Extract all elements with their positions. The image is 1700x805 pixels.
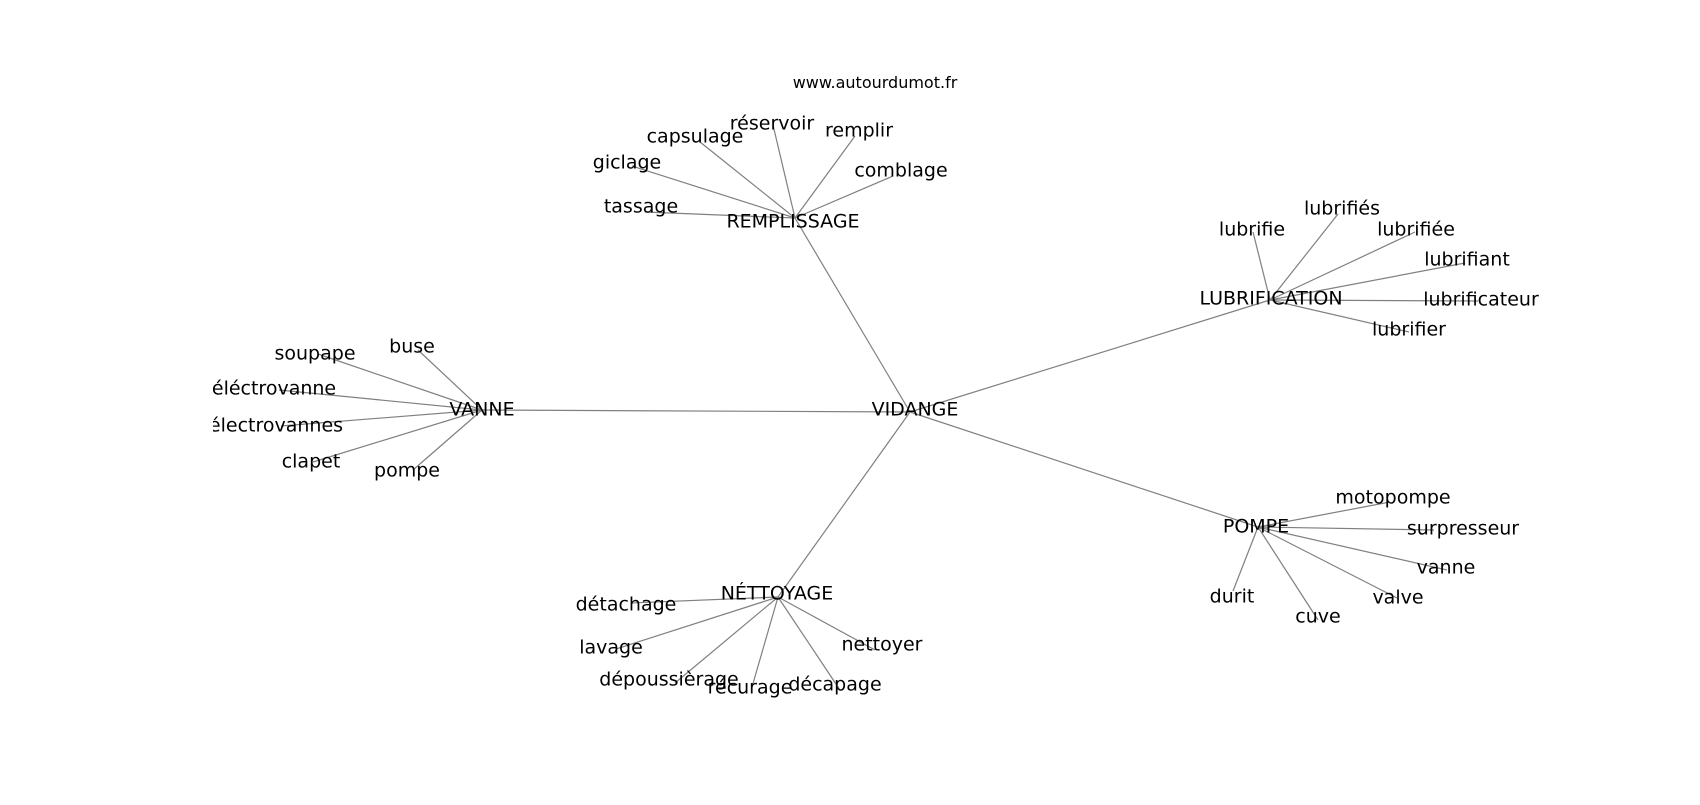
edge-hub-to-leaf [1257,526,1319,621]
leaf-node-label: comblage [854,160,947,182]
edge-hub-to-leaf [1257,526,1398,599]
leaf-node-label: capsulage [647,126,744,148]
edge-hub-to-leaf [794,175,894,219]
edge-hub-to-leaf [278,389,483,411]
edge-root-to-hub [794,217,911,413]
leaf-node-label: giclage [593,152,661,174]
leaf-node-label: clapet [282,451,341,473]
edges [278,124,1479,691]
leaf-node-label: détachage [576,594,677,616]
edge-hub-to-leaf [1232,526,1259,592]
leaf-node-label: pompe [374,460,440,482]
leaf-node-label: lubrificateur [1423,289,1539,311]
leaf-node-label: vanne [1417,557,1476,579]
hub-node-label: VANNE [449,399,514,421]
edge-hub-to-leaf [280,409,483,427]
leaf-node-label: valve [1372,587,1423,609]
leaf-node-label: lavage [579,637,643,659]
edge-hub-to-leaf [631,165,796,219]
edge-hub-to-leaf [777,596,841,691]
edge-hub-to-leaf [699,141,796,219]
leaf-node-label: lubrifiant [1424,249,1510,271]
leaf-node-label: récurage [708,677,793,699]
leaf-node-label: tassage [604,196,678,218]
edge-hub-to-leaf [674,596,779,684]
edge-hub-to-leaf [644,211,796,219]
edge-hub-to-leaf [772,124,796,219]
leaf-node-label: lubrifiée [1377,219,1455,241]
edge-hub-to-leaf [615,596,779,650]
leaf-node-label: électrovannes [209,415,343,437]
hub-node-label: POMPE [1223,516,1289,538]
edge-hub-to-leaf [412,409,483,471]
edge-hub-to-leaf [1257,526,1435,531]
edge-hub-to-leaf [1269,299,1479,302]
leaf-node-label: décapage [788,674,881,696]
leaf-node-label: lubrifiés [1304,198,1380,220]
hub-node-label: NÉTTOYAGE [721,582,834,605]
edge-root-to-hub [909,299,1271,413]
edge-hub-to-leaf [1269,262,1466,301]
leaf-node-label: remplir [825,120,893,142]
edge-hub-to-leaf [312,409,483,463]
leaf-node-label: buse [389,336,435,358]
edge-hub-to-leaf [794,135,856,219]
edge-hub-to-leaf [1269,213,1339,301]
edge-hub-to-leaf [777,596,876,651]
edge-hub-to-leaf [751,596,779,688]
leaf-node-label: durit [1210,586,1255,608]
edge-root-to-hub [909,411,1259,528]
leaf-node-label: soupape [274,343,355,365]
hub-node-label: REMPLISSAGE [726,211,859,233]
edge-hub-to-leaf [1269,231,1416,301]
edge-root-to-hub [481,409,911,413]
edge-hub-to-leaf [317,353,483,411]
leaf-node-label: réservoir [730,113,815,135]
edge-hub-to-leaf [630,596,779,604]
leaf-node-label: cuve [1295,606,1340,628]
hub-node-label: LUBRIFICATION [1199,288,1342,310]
source-label: www.autourdumot.fr [793,73,958,92]
edge-hub-to-leaf [1252,231,1271,301]
leaf-node-label: lubrifier [1372,319,1446,341]
leaf-node-label: lubrifie [1219,219,1285,241]
leaf-node-label: motopompe [1335,487,1450,509]
leaf-node-label: surpresseur [1407,518,1519,540]
leaf-node-label: nettoyer [841,634,922,656]
leaf-node-label: dépoussièrage [599,669,738,691]
leaf-node-label: éléctrovanne [212,378,336,400]
edge-hub-to-leaf [417,349,483,411]
root-node-label: VIDANGE [872,399,959,421]
edge-hub-to-leaf [1257,501,1391,528]
edge-root-to-hub [777,411,911,598]
edge-hub-to-leaf [1257,526,1448,571]
edge-hub-to-leaf [1269,299,1410,333]
